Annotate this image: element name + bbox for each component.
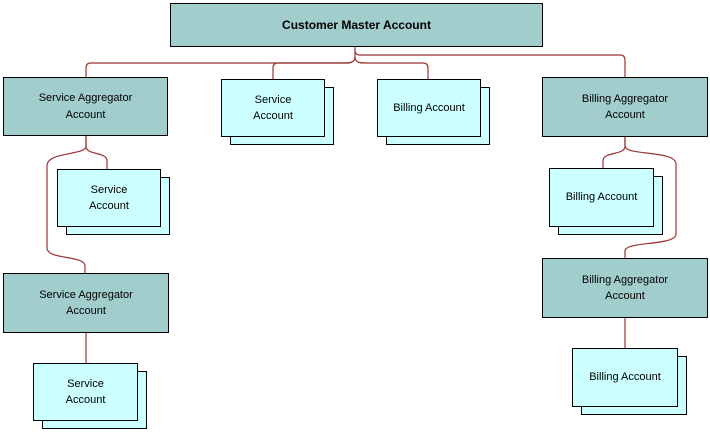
- node-billing-account-bottom: Billing Account: [572, 348, 687, 415]
- node-label: Service Account: [221, 79, 325, 137]
- node-label: Billing Account: [377, 79, 481, 137]
- edge-to-service-aggregator-top: [85, 56, 356, 77]
- node-billing-aggregator-account-top: Billing Aggregator Account: [542, 77, 708, 137]
- edge-to-billing-account-right: [602, 137, 626, 168]
- node-customer-master-account: Customer Master Account: [170, 3, 543, 47]
- node-service-account-mid: Service Account: [221, 79, 334, 145]
- node-label: Billing Account: [549, 168, 654, 227]
- edge-to-billing-aggregator-bottom: [624, 137, 677, 258]
- node-label: Billing Account: [572, 348, 678, 407]
- edge-to-service-aggregator-bottom: [46, 136, 87, 273]
- node-label: Service Account: [33, 363, 138, 421]
- node-service-aggregator-account-top: Service Aggregator Account: [3, 77, 168, 136]
- node-service-account-left: Service Account: [57, 169, 170, 235]
- edge-to-billing-aggregator-top: [354, 49, 626, 77]
- node-billing-account-right: Billing Account: [549, 168, 663, 235]
- edge-to-service-account-mid: [272, 56, 356, 79]
- edge-to-billing-account-mid: [354, 56, 429, 79]
- node-billing-aggregator-account-bottom: Billing Aggregator Account: [542, 258, 708, 318]
- node-service-account-bottom: Service Account: [33, 363, 147, 429]
- node-label: Service Account: [57, 169, 161, 227]
- node-service-aggregator-account-bottom: Service Aggregator Account: [3, 273, 169, 333]
- node-billing-account-mid: Billing Account: [377, 79, 490, 145]
- edge-to-service-account-left: [85, 136, 108, 169]
